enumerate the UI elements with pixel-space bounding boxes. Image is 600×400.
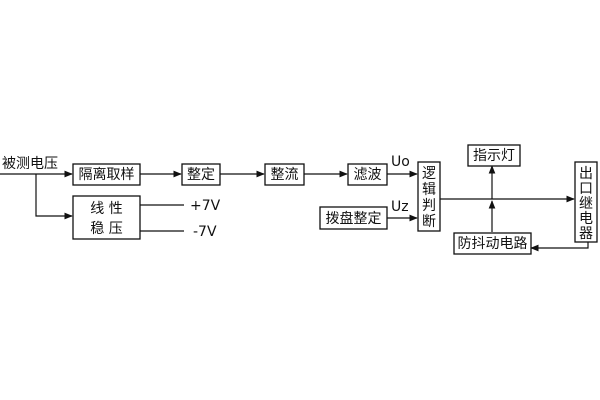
block-anti-jitter: 防抖动电路 (453, 232, 532, 255)
block-indicator-lamp-label: 指示灯 (473, 148, 515, 164)
block-rectify: 整流 (264, 163, 305, 186)
block-shaping-label: 整定 (187, 167, 215, 183)
relay-char-1: 出 (579, 166, 593, 182)
block-rectify-label: 整流 (271, 167, 299, 183)
block-filter: 滤波 (347, 163, 388, 186)
block-isolation-sampling-label: 隔离取样 (79, 166, 135, 183)
relay-char-5: 器 (579, 226, 593, 242)
logic-char-2: 辑 (422, 182, 436, 198)
signal-uo-label: Uo (391, 154, 410, 170)
block-isolation-sampling: 隔离取样 (72, 163, 141, 186)
input-voltage-label: 被测电压 (2, 156, 58, 172)
block-anti-jitter-label: 防抖动电路 (458, 236, 528, 252)
block-output-relay: 出 口 继 电 器 (574, 161, 598, 243)
block-linear-regulator: 线 性 稳 压 (72, 195, 141, 240)
regulator-line-1: 线 性 (90, 201, 122, 217)
logic-char-1: 逻 (422, 166, 436, 182)
logic-char-3: 判 (422, 198, 436, 214)
block-dial-setting: 拨盘整定 (319, 206, 388, 230)
connection-lines (0, 165, 589, 252)
block-filter-label: 滤波 (354, 167, 382, 183)
wire-input-to-regulator (35, 174, 73, 220)
block-shaping: 整定 (181, 163, 221, 186)
block-indicator-lamp: 指示灯 (467, 144, 521, 167)
block-dial-setting-label: 拨盘整定 (326, 210, 382, 227)
signal-uz-label: Uz (391, 199, 409, 215)
relay-char-4: 电 (579, 211, 593, 227)
plus-7v-label: +7V (190, 198, 221, 214)
relay-char-3: 继 (579, 196, 593, 212)
block-logic-judge: 逻 辑 判 断 (417, 161, 441, 232)
wire-relay-to-antijitter (530, 242, 589, 252)
logic-char-4: 断 (422, 214, 436, 230)
relay-char-2: 口 (579, 181, 593, 197)
minus-7v-label: -7V (193, 224, 217, 240)
regulator-line-2: 稳 压 (90, 221, 122, 237)
